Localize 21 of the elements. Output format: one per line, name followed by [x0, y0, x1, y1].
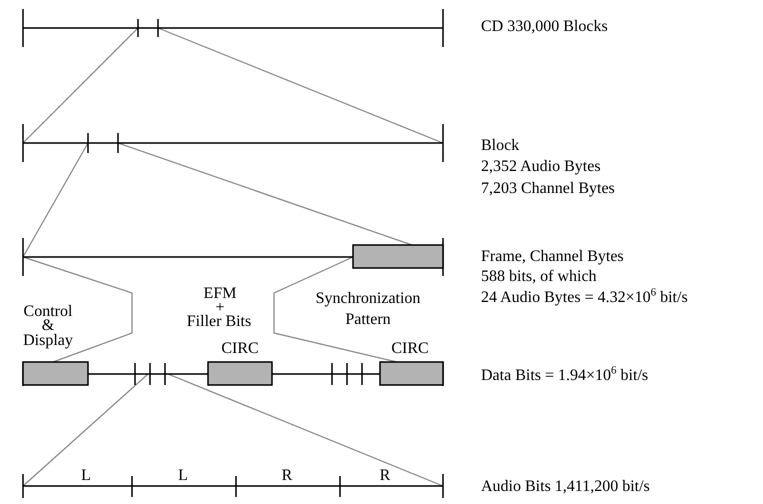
channel-label: R: [380, 467, 390, 485]
channel-label: R: [282, 467, 292, 485]
segment-label: CIRC: [391, 340, 429, 358]
size-label: 7,203 Channel Bytes: [481, 180, 615, 198]
segment-label: Control: [24, 303, 72, 320]
rate-label: Data Bits = 1.94×10$^{6}$ bit/s: [481, 367, 648, 385]
segment-label: &: [42, 317, 54, 334]
level-label: CD 330,000 Blocks: [481, 18, 608, 36]
segment-label: Pattern: [345, 311, 391, 329]
rate-label: 24 Audio Bytes = 4.32×10$^{6}$ bit/s: [481, 289, 688, 307]
segment-label: CIRC: [221, 340, 259, 358]
size-label: 2,352 Audio Bytes: [481, 158, 601, 176]
rate-label: Audio Bits 1,411,200 bit/s: [481, 478, 650, 496]
segment-label: Filler Bits: [186, 313, 252, 331]
level-label: Block: [481, 137, 520, 155]
segment-label: Display: [23, 332, 73, 350]
channel-label: L: [178, 467, 188, 485]
segment-label: Synchronization: [316, 290, 420, 308]
size-label: 588 bits, of which: [481, 268, 597, 286]
channel-label: L: [81, 467, 91, 485]
level-label: Frame, Channel Bytes: [481, 248, 624, 266]
